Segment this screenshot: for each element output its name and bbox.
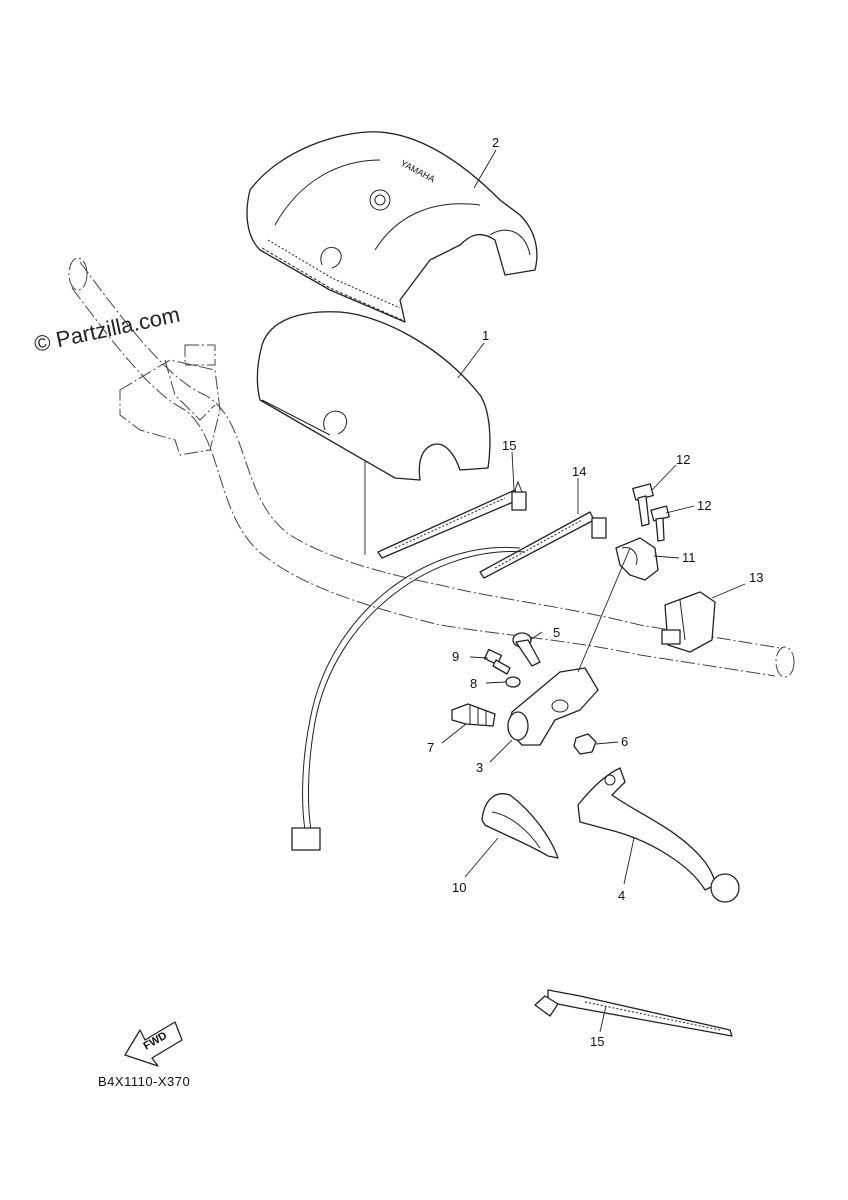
part-lever-boot: [481, 793, 559, 859]
fwd-arrow-icon: FWD: [124, 1021, 183, 1067]
part-pivot-bolt: [512, 632, 541, 667]
part-adjuster: [451, 703, 496, 727]
callout-13: 13: [749, 570, 763, 585]
part-screw-washer: [483, 648, 521, 688]
callout-3: 3: [476, 760, 483, 775]
part-bolts: [632, 483, 670, 542]
part-cover: YAMAHA: [246, 131, 538, 323]
part-switch: [661, 591, 716, 653]
part-pad: [256, 311, 491, 481]
diagram-code: B4X1110-X370: [98, 1074, 190, 1089]
callout-12-bottom: 12: [697, 498, 711, 513]
callout-12-top: 12: [676, 452, 690, 467]
callout-6: 6: [621, 734, 628, 749]
callout-11: 11: [682, 550, 696, 565]
part-lever-holder: [507, 667, 599, 746]
part-cable-tie-mid: [479, 511, 607, 579]
callout-8: 8: [470, 676, 477, 691]
callout-7: 7: [427, 740, 434, 755]
callout-2: 2: [492, 135, 499, 150]
part-clamp: [615, 537, 659, 581]
callout-5: 5: [553, 625, 560, 640]
callouts: 2 1 15 14 12 12 11 13 5 9 8 7 3 6 10 4 1…: [427, 135, 763, 1049]
callout-15-bottom: 15: [590, 1034, 604, 1049]
handlebar-phantom: [68, 257, 795, 678]
callout-9: 9: [452, 649, 459, 664]
part-cable-tie-bottom: [534, 989, 733, 1037]
leader-lines: [364, 149, 746, 1033]
part-cable-tie-top: [377, 480, 527, 559]
watermark-text: © Partzilla.com: [32, 302, 182, 357]
callout-14: 14: [572, 464, 586, 479]
part-nut: [573, 733, 597, 755]
callout-1: 1: [482, 328, 489, 343]
callout-10: 10: [452, 880, 466, 895]
part-lever: [577, 767, 740, 903]
switch-wire: [291, 546, 526, 851]
callout-4: 4: [618, 888, 625, 903]
callout-15-top: 15: [502, 438, 516, 453]
